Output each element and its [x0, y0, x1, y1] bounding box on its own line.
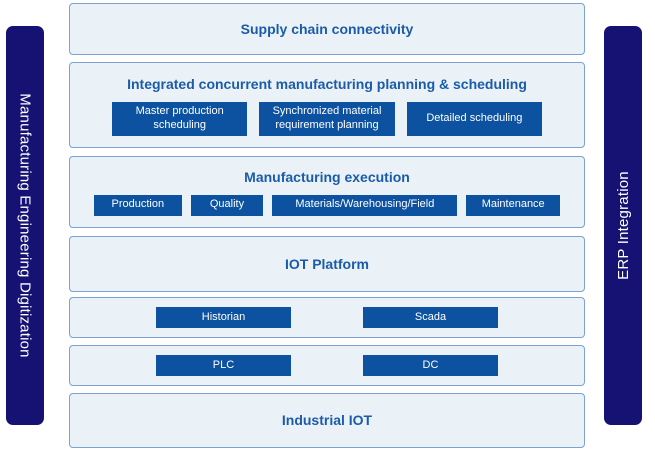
rail-erp-integration: ERP Integration: [604, 26, 642, 425]
chip-row-planning: Master production scheduling Synchronize…: [70, 101, 584, 136]
chip-scada[interactable]: Scada: [363, 307, 498, 328]
chip-plc[interactable]: PLC: [156, 355, 291, 376]
chip-materials-warehousing-field[interactable]: Materials/Warehousing/Field: [272, 194, 458, 216]
chip-row-execution: Production Quality Materials/Warehousing…: [70, 194, 584, 216]
layer-title-planning: Integrated concurrent manufacturing plan…: [127, 76, 527, 93]
layer-planning-and-scheduling: Integrated concurrent manufacturing plan…: [69, 62, 585, 148]
layer-title-execution: Manufacturing execution: [244, 169, 410, 186]
chip-master-production-scheduling[interactable]: Master production scheduling: [112, 101, 248, 136]
layer-industrial-iot: Industrial IOT: [69, 393, 585, 448]
rail-manufacturing-engineering-digitization: Manufacturing Engineering Digitization: [6, 26, 44, 425]
layer-plc-dc: PLC DC: [69, 345, 585, 386]
layer-iot-platform: IOT Platform: [69, 236, 585, 292]
chip-detailed-scheduling[interactable]: Detailed scheduling: [406, 101, 542, 136]
layer-manufacturing-execution: Manufacturing execution Production Quali…: [69, 156, 585, 228]
chip-quality[interactable]: Quality: [190, 194, 264, 216]
rail-left-label: Manufacturing Engineering Digitization: [16, 93, 34, 358]
layer-title-iot-platform: IOT Platform: [284, 255, 369, 272]
layer-supply-chain-connectivity: Supply chain connectivity: [69, 3, 585, 55]
chip-row-plc-dc: PLC DC: [70, 355, 584, 376]
layer-title-supply-chain: Supply chain connectivity: [240, 20, 414, 37]
chip-maintenance[interactable]: Maintenance: [466, 194, 560, 216]
layer-historian-scada: Historian Scada: [69, 297, 585, 338]
chip-dc[interactable]: DC: [363, 355, 498, 376]
chip-synchronized-material-requirement-planning[interactable]: Synchronized material requirement planni…: [259, 101, 395, 136]
chip-production[interactable]: Production: [94, 194, 182, 216]
chip-historian[interactable]: Historian: [156, 307, 291, 328]
layer-title-industrial-iot: Industrial IOT: [281, 412, 373, 429]
chip-row-historian-scada: Historian Scada: [70, 307, 584, 328]
rail-right-label: ERP Integration: [614, 171, 632, 280]
